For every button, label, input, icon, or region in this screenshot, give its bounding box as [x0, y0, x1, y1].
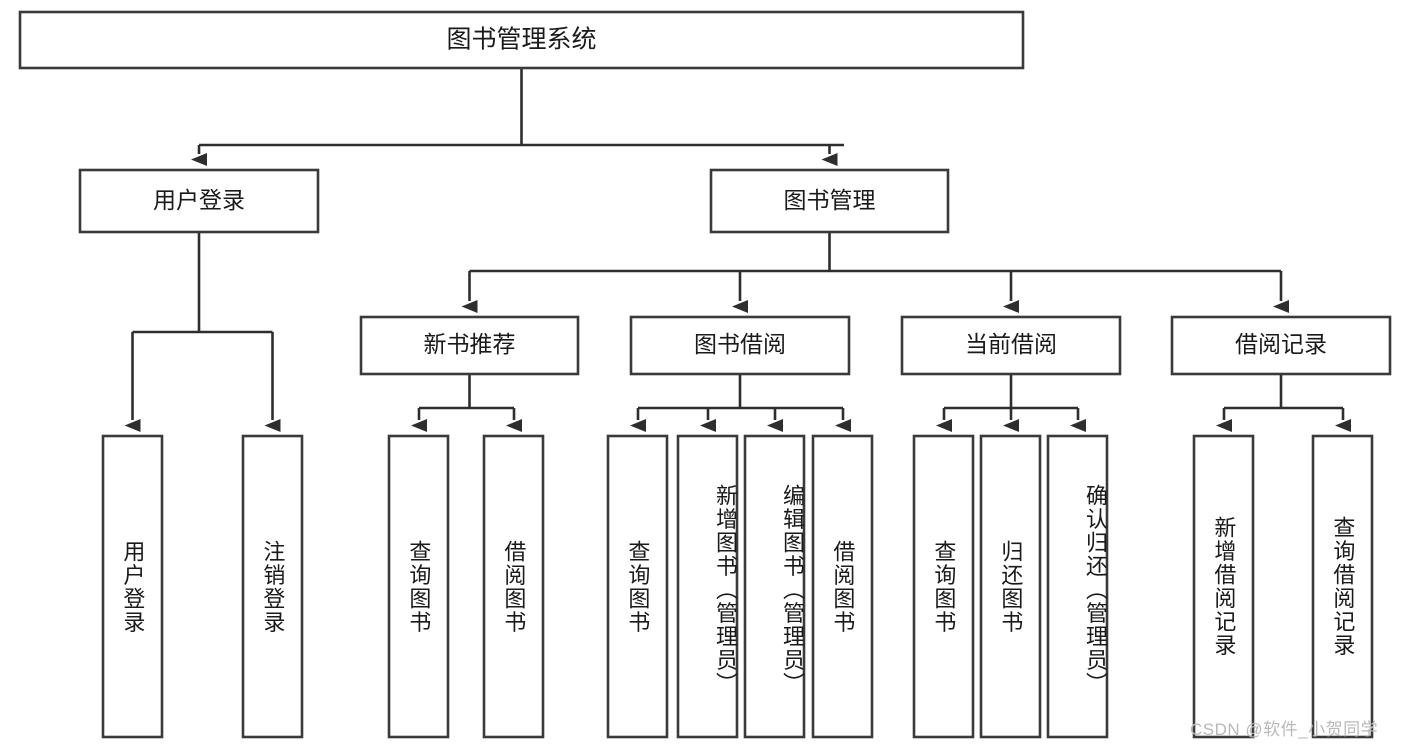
- node-new-book-box[interactable]: [359, 315, 580, 376]
- node-user-login-box[interactable]: [78, 168, 320, 234]
- leaf-box-book-borrow-3[interactable]: [811, 434, 874, 739]
- connector-group-borrow-record: [1216, 374, 1351, 432]
- leaf-box-borrow-record-0[interactable]: [1192, 434, 1255, 739]
- leaf-box-new-book-1[interactable]: [482, 434, 545, 739]
- csdn-watermark: CSDN @软件_小贺同学: [1190, 720, 1379, 739]
- leaf-box-user-login-0[interactable]: [101, 434, 164, 739]
- leaf-box-book-borrow-2[interactable]: [743, 434, 806, 739]
- node-borrow-record-box[interactable]: [1170, 315, 1392, 376]
- node-user-login-label: 用户登录: [153, 187, 245, 213]
- node-current-borrow-box[interactable]: [900, 315, 1122, 376]
- node-book-manage-box[interactable]: [709, 168, 950, 234]
- connector-group-new-book: [411, 374, 522, 432]
- connector-group-book-borrow: [630, 374, 851, 432]
- leaf-box-current-borrow-0[interactable]: [912, 434, 975, 739]
- leaf-box-new-book-0[interactable]: [387, 434, 450, 739]
- connector-group-current-borrow: [936, 374, 1086, 432]
- connector-group-root: [191, 68, 844, 166]
- connector-group-book-manage: [461, 232, 1289, 313]
- node-book-manage-label: 图书管理: [784, 187, 876, 213]
- leaf-box-current-borrow-2[interactable]: [1046, 434, 1109, 739]
- leaf-box-book-borrow-0[interactable]: [606, 434, 669, 739]
- node-root-label: 图书管理系统: [446, 26, 596, 54]
- leaf-box-borrow-record-1[interactable]: [1311, 434, 1374, 739]
- node-root-box[interactable]: [18, 10, 1025, 70]
- leaf-box-user-login-1[interactable]: [241, 434, 304, 739]
- node-book-borrow-label: 图书借阅: [694, 331, 786, 357]
- leaf-box-book-borrow-1[interactable]: [676, 434, 739, 739]
- connector-group-user-login: [124, 232, 281, 432]
- leaf-box-current-borrow-1[interactable]: [979, 434, 1042, 739]
- node-book-borrow-box[interactable]: [629, 315, 851, 376]
- node-borrow-record-label: 借阅记录: [1235, 331, 1327, 357]
- node-new-book-label: 新书推荐: [424, 331, 516, 357]
- node-current-borrow-label: 当前借阅: [965, 331, 1057, 357]
